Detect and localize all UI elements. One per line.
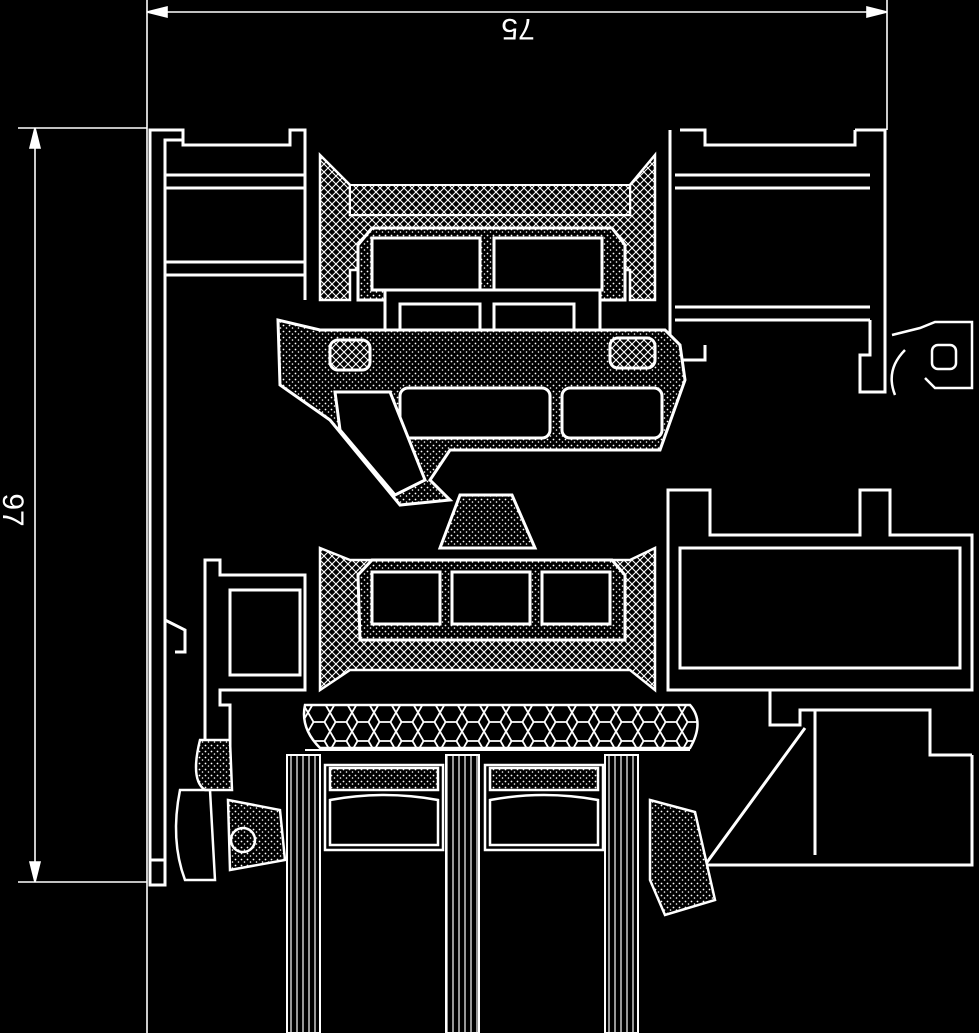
glass-spacer-right [483, 763, 605, 852]
height-dimension-label: 97 [0, 493, 29, 526]
sash-chamber-top [276, 318, 687, 507]
sash-left-bottom [203, 558, 307, 747]
insulation-core-bottom [356, 558, 627, 642]
glass-pane-left [286, 754, 639, 1033]
dimension-height [18, 127, 147, 883]
gasket-top-right [890, 320, 974, 396]
width-dimension-label: 75 [501, 12, 534, 45]
insulating-bar-honeycomb [302, 703, 699, 750]
sash-right-bottom [666, 488, 974, 867]
center-connector [437, 493, 538, 550]
glazing-gasket-right [648, 798, 717, 917]
glazing-gasket-left [174, 738, 287, 882]
frame-left-profile [148, 128, 307, 887]
glass-spacer-left [323, 763, 445, 852]
frame-right-profile [668, 128, 887, 394]
dimension-width [146, 0, 888, 1033]
